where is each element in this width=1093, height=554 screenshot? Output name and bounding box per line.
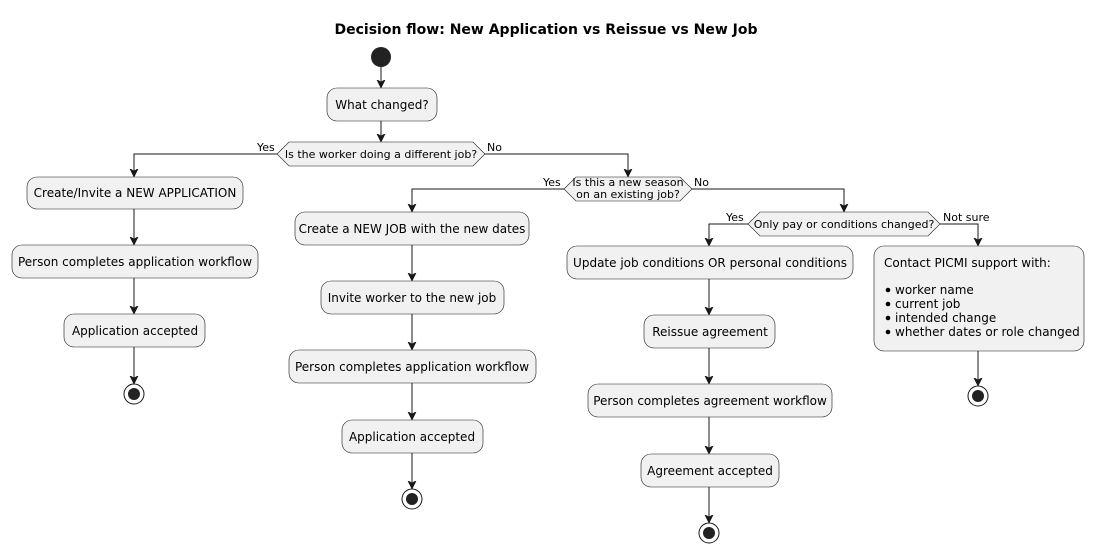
edge-decision-season-yes bbox=[412, 188, 564, 211]
activity-reissue-agreement: Reissue agreement bbox=[643, 314, 776, 349]
activity-label: Update job conditions OR personal condit… bbox=[573, 256, 847, 270]
activity-person-completes-application-2: Person completes application workflow bbox=[288, 349, 537, 384]
label-no-different-job: No bbox=[487, 141, 502, 154]
activity-label: Create/Invite a NEW APPLICATION bbox=[34, 186, 237, 200]
end-node-3 bbox=[698, 522, 720, 544]
label-yes-different-job: Yes bbox=[256, 141, 275, 154]
activity-label: Application accepted bbox=[72, 324, 198, 338]
activity-what-changed: What changed? bbox=[326, 87, 438, 122]
activity-person-completes-agreement: Person completes agreement workflow bbox=[587, 383, 833, 418]
edge-decision-season-no bbox=[692, 188, 844, 211]
activity-create-new-job: Create a NEW JOB with the new dates bbox=[294, 211, 530, 246]
end-node-4 bbox=[967, 385, 989, 407]
decision-new-season: Is this a new season on an existing job? bbox=[563, 176, 693, 202]
decision-label-line-2: on an existing job? bbox=[576, 188, 680, 201]
support-bullet-item: whether dates or role changed bbox=[895, 325, 1080, 339]
support-heading: Contact PICMI support with: bbox=[884, 256, 1051, 270]
bullet-dot bbox=[885, 329, 891, 335]
label-no-new-season: No bbox=[694, 176, 709, 189]
edge-decision-pay-yes bbox=[709, 223, 748, 245]
activity-person-completes-application-1: Person completes application workflow bbox=[11, 244, 259, 279]
edges bbox=[134, 67, 978, 522]
end-node-2 bbox=[401, 488, 423, 510]
support-bullet-item: current job bbox=[895, 297, 960, 311]
support-bullet-item: worker name bbox=[895, 283, 974, 297]
label-not-sure-pay-conditions: Not sure bbox=[943, 211, 990, 224]
activity-label: Person completes application workflow bbox=[295, 360, 529, 374]
end-node-1 bbox=[123, 383, 145, 405]
activity-label: Create a NEW JOB with the new dates bbox=[299, 222, 526, 236]
label-yes-new-season: Yes bbox=[542, 176, 561, 189]
edge-decision-pay-not-sure bbox=[940, 223, 978, 245]
diagram-title: Decision flow: New Application vs Reissu… bbox=[334, 22, 757, 38]
start-node bbox=[371, 47, 391, 67]
decision-label-line-1: Is this a new season bbox=[572, 176, 683, 189]
support-bullet-item: intended change bbox=[895, 311, 996, 325]
activity-label: Invite worker to the new job bbox=[328, 291, 497, 305]
activity-agreement-accepted: Agreement accepted bbox=[640, 453, 780, 488]
edge-decision-job-no bbox=[485, 153, 628, 176]
edge-decision-job-yes bbox=[134, 153, 277, 176]
activity-label: Person completes application workflow bbox=[18, 255, 252, 269]
decision-pay-conditions: Only pay or conditions changed? bbox=[747, 211, 941, 237]
activity-label: What changed? bbox=[335, 98, 429, 112]
bullet-dot bbox=[885, 315, 891, 321]
activity-label: Reissue agreement bbox=[652, 325, 768, 339]
decision-label: Only pay or conditions changed? bbox=[754, 218, 935, 231]
activity-label: Application accepted bbox=[349, 430, 475, 444]
bullet-dot bbox=[885, 301, 891, 307]
activity-create-new-application: Create/Invite a NEW APPLICATION bbox=[26, 176, 244, 210]
activity-application-accepted-1: Application accepted bbox=[63, 313, 206, 348]
decision-label: Is the worker doing a different job? bbox=[285, 148, 477, 161]
activity-contact-support: Contact PICMI support with: worker name … bbox=[873, 245, 1085, 352]
activity-label: Person completes agreement workflow bbox=[593, 394, 827, 408]
support-bullet-list: worker name current job intended change … bbox=[885, 283, 1080, 339]
bullet-dot bbox=[885, 287, 891, 293]
activity-invite-worker: Invite worker to the new job bbox=[320, 280, 505, 315]
decision-different-job: Is the worker doing a different job? bbox=[276, 141, 486, 167]
activity-label: Agreement accepted bbox=[647, 464, 773, 478]
label-yes-pay-conditions: Yes bbox=[725, 211, 744, 224]
activity-update-conditions: Update job conditions OR personal condit… bbox=[566, 245, 854, 280]
activity-application-accepted-2: Application accepted bbox=[341, 419, 484, 454]
